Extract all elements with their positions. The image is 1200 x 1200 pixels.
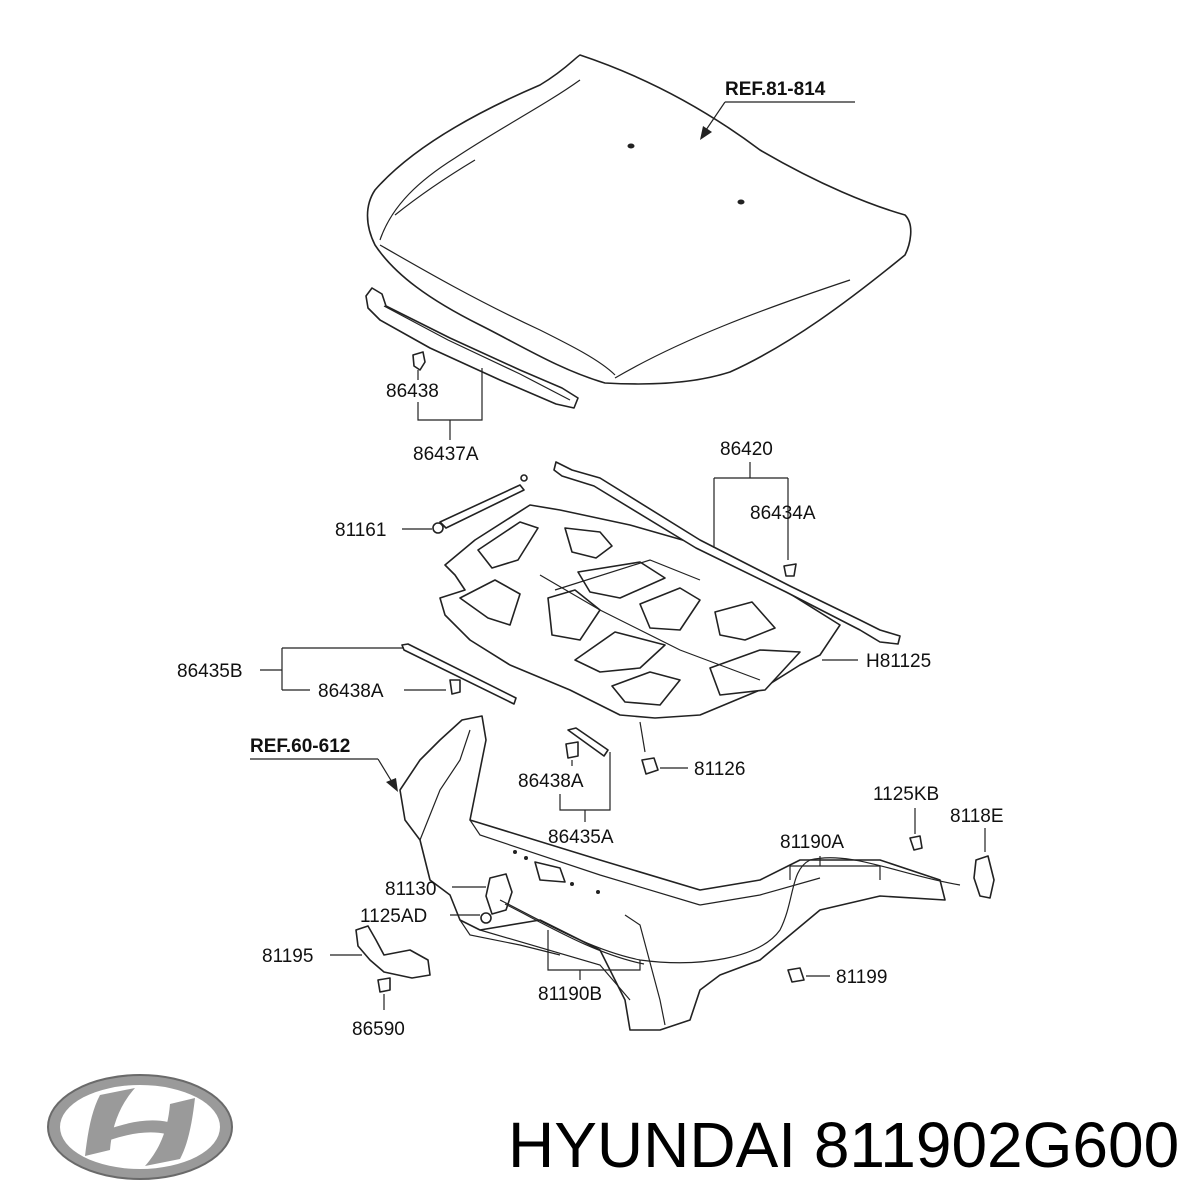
clip-81126-group: 81126 xyxy=(639,721,745,780)
seal-86435B-group: 86435B 86438A xyxy=(177,643,517,705)
clip-86438-group: 86438 86437A xyxy=(386,351,483,465)
part-86590-label: 86590 xyxy=(352,1019,405,1040)
clip-81199-group: 81199 xyxy=(787,967,887,988)
part-H81125-label: H81125 xyxy=(866,651,931,672)
hood-panel xyxy=(366,54,912,385)
hyundai-logo-icon xyxy=(47,1074,233,1180)
part-86438A-mid-label: 86438A xyxy=(518,771,584,792)
pad-h81125-callout: H81125 xyxy=(822,651,931,672)
part-8118E-label: 8118E xyxy=(950,806,1004,827)
part-81161-label: 81161 xyxy=(335,520,386,541)
weatherstrip-86420: 86420 86434A xyxy=(553,439,901,645)
release-handle-group: 1125KB 8118E xyxy=(873,784,1004,899)
release-cable: 81190A 81190B xyxy=(499,832,961,1005)
brand-part-number: HYUNDAI 811902G600 xyxy=(508,1108,1179,1182)
part-1125KB-label: 1125KB xyxy=(873,784,939,805)
part-86420-label: 86420 xyxy=(720,439,773,460)
latch-81130-group: 81130 1125AD xyxy=(360,873,513,927)
brand-name: HYUNDAI xyxy=(508,1109,797,1181)
front-carrier-assembly xyxy=(399,715,946,1031)
hood-insulator-pad xyxy=(439,504,841,719)
ref-hood-callout: REF.81-814 xyxy=(700,79,855,140)
part-81199-label: 81199 xyxy=(836,967,887,988)
part-81195-label: 81195 xyxy=(262,946,313,967)
front-seal-strip xyxy=(365,287,579,409)
ref-carrier-callout: REF.60-612 xyxy=(250,736,398,792)
part-86438-label: 86438 xyxy=(386,381,439,402)
part-81190A-label: 81190A xyxy=(780,832,844,853)
ref-hood-label: REF.81-814 xyxy=(725,79,826,100)
hood-stay-rod: 81161 xyxy=(335,474,528,541)
part-86435A-label: 86435A xyxy=(548,827,614,848)
bracket-81195-group: 81195 86590 xyxy=(262,925,431,1040)
ref-carrier-label: REF.60-612 xyxy=(250,736,350,757)
part-86438A-left-label: 86438A xyxy=(318,681,384,702)
part-number: 811902G600 xyxy=(813,1109,1180,1181)
part-81126-label: 81126 xyxy=(694,759,745,780)
part-81130-label: 81130 xyxy=(385,879,436,900)
part-86435B-label: 86435B xyxy=(177,661,243,682)
seal-86435A-group: 86438A 86435A xyxy=(518,727,614,848)
part-86434A-label: 86434A xyxy=(750,503,816,524)
part-1125AD-label: 1125AD xyxy=(360,906,427,927)
part-81190B-label: 81190B xyxy=(538,984,602,1005)
part-86437A-label: 86437A xyxy=(413,444,479,465)
